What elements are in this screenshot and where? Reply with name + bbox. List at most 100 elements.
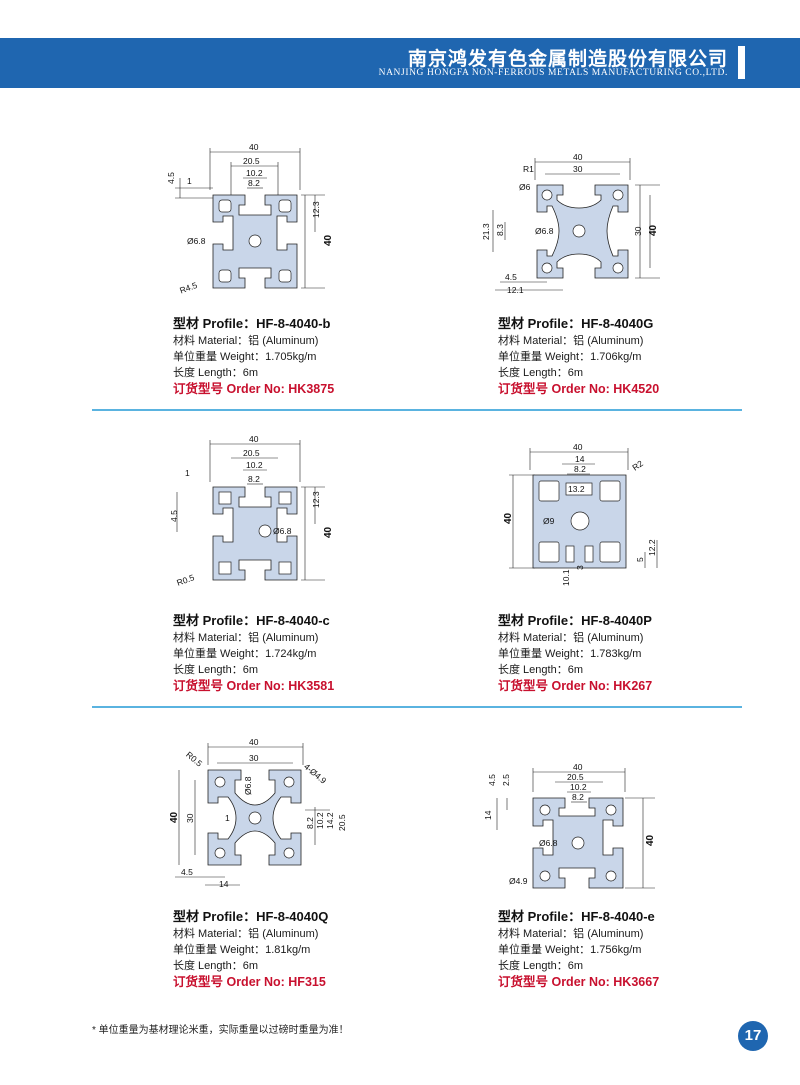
product-info-4040Q: 型材 Profile：HF-8-4040Q 材料 Material：铝 (Alu…	[173, 909, 328, 990]
svg-text:10.2: 10.2	[570, 782, 587, 792]
svg-text:Ø6.8: Ø6.8	[187, 236, 206, 246]
svg-text:R0.5: R0.5	[175, 572, 196, 588]
product-title: 型材 Profile：HF-8-4040Q	[173, 909, 329, 924]
product-weight: 单位重量 Weight：1.783kg/m	[498, 648, 642, 660]
product-order-no: 订货型号 Order No: HK3875	[173, 382, 335, 396]
svg-text:40: 40	[323, 234, 334, 246]
svg-text:4.5: 4.5	[166, 172, 176, 184]
svg-text:R1: R1	[523, 164, 534, 174]
product-material: 材料 Material：铝 (Aluminum)	[498, 335, 644, 347]
svg-text:Ø4.9: Ø4.9	[509, 876, 528, 886]
product-length: 长度 Length：6m	[173, 664, 258, 676]
svg-text:12.3: 12.3	[311, 491, 321, 508]
product-length: 长度 Length：6m	[173, 367, 258, 379]
svg-text:14: 14	[575, 454, 585, 464]
product-info-4040-e: 型材 Profile：HF-8-4040-e 材料 Material：铝 (Al…	[498, 909, 659, 990]
product-info-4040P: 型材 Profile：HF-8-4040P 材料 Material：铝 (Alu…	[498, 613, 652, 694]
product-info-4040-c: 型材 Profile：HF-8-4040-c 材料 Material：铝 (Al…	[173, 613, 334, 694]
header-accent-bar	[738, 46, 745, 79]
svg-text:40: 40	[645, 834, 656, 846]
svg-text:20.5: 20.5	[243, 448, 260, 458]
product-title: 型材 Profile：HF-8-4040-c	[173, 613, 330, 628]
svg-text:40: 40	[249, 434, 259, 444]
product-title: 型材 Profile：HF-8-4040G	[498, 316, 654, 331]
product-order-no: 订货型号 Order No: HK4520	[498, 382, 660, 396]
page-number: 17	[738, 1021, 768, 1051]
svg-text:40: 40	[503, 512, 514, 524]
svg-text:8.2: 8.2	[248, 474, 260, 484]
svg-text:5: 5	[635, 557, 645, 562]
svg-text:10.2: 10.2	[315, 812, 325, 829]
svg-text:Ø6.8: Ø6.8	[539, 838, 558, 848]
product-info-4040-b: 型材 Profile：HF-8-4040-b 材料 Material：铝 (Al…	[173, 316, 334, 397]
svg-text:R0.5: R0.5	[184, 749, 204, 768]
product-title: 型材 Profile：HF-8-4040-b	[173, 316, 331, 331]
product-order-no: 订货型号 Order No: HF315	[173, 975, 326, 989]
product-order-no: 订货型号 Order No: HK3581	[173, 679, 335, 693]
svg-text:12.1: 12.1	[507, 285, 524, 295]
svg-text:40: 40	[249, 737, 259, 747]
svg-text:Ø9: Ø9	[543, 516, 555, 526]
product-length: 长度 Length：6m	[498, 960, 583, 972]
header-band: 南京鸿发有色金属制造股份有限公司 NANJING HONGFA NON-FERR…	[0, 38, 800, 88]
product-weight: 单位重量 Weight：1.705kg/m	[173, 351, 317, 363]
svg-text:20.5: 20.5	[337, 814, 347, 831]
svg-text:Ø6.8: Ø6.8	[535, 226, 554, 236]
svg-text:Ø6.8: Ø6.8	[243, 776, 253, 795]
svg-text:Ø6.8: Ø6.8	[273, 526, 292, 536]
svg-text:8.2: 8.2	[572, 792, 584, 802]
svg-text:30: 30	[633, 226, 643, 236]
product-material: 材料 Material：铝 (Aluminum)	[173, 335, 319, 347]
svg-text:4.5: 4.5	[181, 867, 193, 877]
svg-text:40: 40	[573, 442, 583, 452]
svg-text:R2: R2	[630, 458, 645, 473]
company-name-en: NANJING HONGFA NON-FERROUS METALS MANUFA…	[378, 68, 728, 78]
product-material: 材料 Material：铝 (Aluminum)	[173, 928, 319, 940]
product-weight: 单位重量 Weight：1.756kg/m	[498, 944, 642, 956]
svg-text:40: 40	[648, 224, 659, 236]
svg-text:4-Ø4.9: 4-Ø4.9	[302, 761, 329, 786]
svg-text:14: 14	[483, 810, 493, 820]
svg-text:40: 40	[573, 762, 583, 772]
svg-text:1: 1	[185, 468, 190, 478]
svg-text:40: 40	[169, 811, 180, 823]
product-info-4040G: 型材 Profile：HF-8-4040G 材料 Material：铝 (Alu…	[498, 316, 659, 397]
svg-text:40: 40	[249, 142, 259, 152]
product-weight: 单位重量 Weight：1.706kg/m	[498, 351, 642, 363]
svg-text:20.5: 20.5	[567, 772, 584, 782]
product-material: 材料 Material：铝 (Aluminum)	[498, 928, 644, 940]
svg-text:4.5: 4.5	[487, 774, 497, 786]
product-order-no: 订货型号 Order No: HK267	[498, 679, 653, 693]
svg-text:12.2: 12.2	[647, 539, 657, 556]
svg-text:4.5: 4.5	[505, 272, 517, 282]
svg-text:10.1: 10.1	[561, 569, 571, 586]
svg-text:21.3: 21.3	[481, 223, 491, 240]
svg-text:13.2: 13.2	[568, 484, 585, 494]
svg-text:Ø6: Ø6	[519, 182, 531, 192]
svg-text:3: 3	[575, 565, 585, 570]
svg-text:8.2: 8.2	[574, 464, 586, 474]
company-name-cn: 南京鸿发有色金属制造股份有限公司	[407, 48, 728, 70]
svg-text:10.2: 10.2	[246, 460, 263, 470]
footnote: * 单位重量为基材理论米重，实际重量以过磅时重量为准！	[92, 1025, 349, 1036]
product-title: 型材 Profile：HF-8-4040P	[498, 613, 652, 628]
product-material: 材料 Material：铝 (Aluminum)	[173, 632, 319, 644]
svg-text:4.5: 4.5	[169, 510, 179, 522]
svg-text:20.5: 20.5	[243, 156, 260, 166]
svg-text:1: 1	[187, 176, 192, 186]
product-length: 长度 Length：6m	[498, 664, 583, 676]
svg-text:8.2: 8.2	[248, 178, 260, 188]
product-length: 长度 Length：6m	[498, 367, 583, 379]
svg-text:30: 30	[573, 164, 583, 174]
svg-text:8.2: 8.2	[305, 817, 315, 829]
svg-text:10.2: 10.2	[246, 168, 263, 178]
svg-text:1: 1	[225, 813, 230, 823]
svg-text:12.3: 12.3	[311, 201, 321, 218]
svg-text:30: 30	[185, 813, 195, 823]
svg-text:40: 40	[573, 152, 583, 162]
